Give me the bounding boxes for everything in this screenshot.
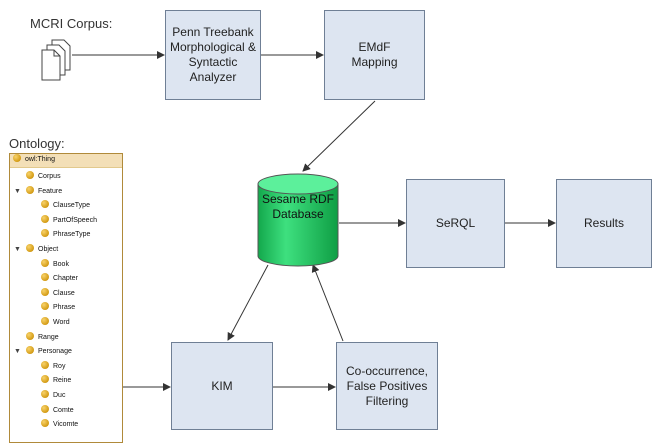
- class-icon: [41, 287, 49, 296]
- class-icon: [41, 360, 49, 369]
- corpus-label: MCRI Corpus:: [30, 16, 113, 31]
- node-penn-treebank: Penn Treebank Morphological & Syntactic …: [165, 10, 261, 100]
- node-emdf-mapping: EMdF Mapping: [324, 10, 425, 100]
- expand-toggle-icon[interactable]: ▼: [14, 348, 21, 356]
- class-icon: [41, 273, 49, 282]
- node-cooccurrence-filtering: Co-occurrence, False Positives Filtering: [336, 342, 438, 430]
- class-icon: [41, 404, 49, 413]
- tree-item[interactable]: ClauseType: [41, 199, 90, 213]
- tree-item[interactable]: Word: [41, 316, 70, 330]
- tree-item[interactable]: Object: [26, 243, 58, 257]
- tree-item-label: Chapter: [53, 275, 78, 283]
- ontology-label: Ontology:: [9, 136, 65, 151]
- database-cylinder-icon: [257, 173, 339, 267]
- tree-item[interactable]: Comte: [41, 404, 74, 418]
- arrow-cooc-to-sesame: [311, 264, 344, 342]
- node-results: Results: [556, 179, 652, 268]
- tree-item-label: Feature: [38, 187, 63, 195]
- class-icon: [26, 171, 34, 179]
- tree-item-label: Clause: [53, 289, 75, 297]
- class-icon: [41, 258, 49, 267]
- tree-item-label: Duc: [53, 392, 66, 399]
- tree-item[interactable]: Vicomte: [41, 418, 78, 432]
- tree-item[interactable]: Duc: [41, 389, 65, 403]
- tree-item-label: ClauseType: [53, 202, 90, 210]
- arrow-emdf-to-sesame: [302, 100, 376, 172]
- tree-item-label: Word: [53, 319, 70, 326]
- tree-item-label: Personage: [38, 348, 72, 356]
- tree-item[interactable]: PhraseType: [41, 228, 90, 242]
- tree-item-label: Comte: [53, 406, 74, 414]
- expand-toggle-icon[interactable]: ▼: [14, 187, 21, 195]
- tree-item[interactable]: Clause: [41, 287, 75, 301]
- tree-item[interactable]: Reine: [41, 374, 71, 388]
- documents-icon: [41, 39, 71, 81]
- tree-item-label: Reine: [53, 377, 72, 385]
- tree-root-label: owl:Thing: [25, 156, 55, 163]
- class-icon: [41, 390, 49, 398]
- tree-item[interactable]: Phrase: [41, 301, 75, 315]
- tree-item-label: Phrase: [53, 304, 76, 312]
- class-icon: [26, 244, 34, 252]
- tree-item-label: Corpus: [38, 173, 61, 180]
- class-icon: [41, 375, 49, 384]
- tree-item-label: Book: [53, 260, 69, 268]
- class-icon: [41, 302, 49, 311]
- tree-item-label: Object: [38, 246, 59, 253]
- tree-item-label: Vicomte: [53, 421, 79, 429]
- tree-item[interactable]: PartOfSpeech: [41, 214, 97, 228]
- class-icon: [26, 331, 34, 340]
- class-icon: [41, 200, 49, 209]
- tree-item-label: Roy: [53, 362, 66, 370]
- class-icon: [41, 229, 49, 238]
- tree-item[interactable]: Book: [41, 258, 69, 272]
- tree-item-label: Range: [38, 333, 59, 341]
- node-serql: SeRQL: [406, 179, 505, 268]
- expand-toggle-icon[interactable]: ▼: [14, 246, 21, 253]
- tree-item[interactable]: Range: [26, 331, 59, 345]
- class-icon: [41, 214, 49, 223]
- tree-item[interactable]: Chapter: [41, 272, 78, 286]
- connector-layer: [41, 39, 556, 391]
- class-icon: [41, 419, 49, 428]
- class-icon: [26, 346, 34, 355]
- tree-item[interactable]: Personage: [26, 345, 72, 359]
- tree-item-label: PartOfSpeech: [53, 216, 97, 224]
- node-sesame-database: Sesame RDF Database: [261, 192, 335, 221]
- tree-item-label: PhraseType: [53, 231, 91, 239]
- arrow-sesame-to-kim: [227, 264, 269, 341]
- class-icon: [13, 154, 21, 162]
- tree-item[interactable]: Corpus: [26, 170, 61, 184]
- tree-item[interactable]: Feature: [26, 185, 62, 199]
- class-icon: [26, 185, 34, 194]
- class-icon: [41, 317, 49, 325]
- tree-item[interactable]: Roy: [41, 360, 65, 374]
- ontology-tree-root[interactable]: owl:Thing: [10, 154, 122, 168]
- node-kim: KIM: [171, 342, 273, 430]
